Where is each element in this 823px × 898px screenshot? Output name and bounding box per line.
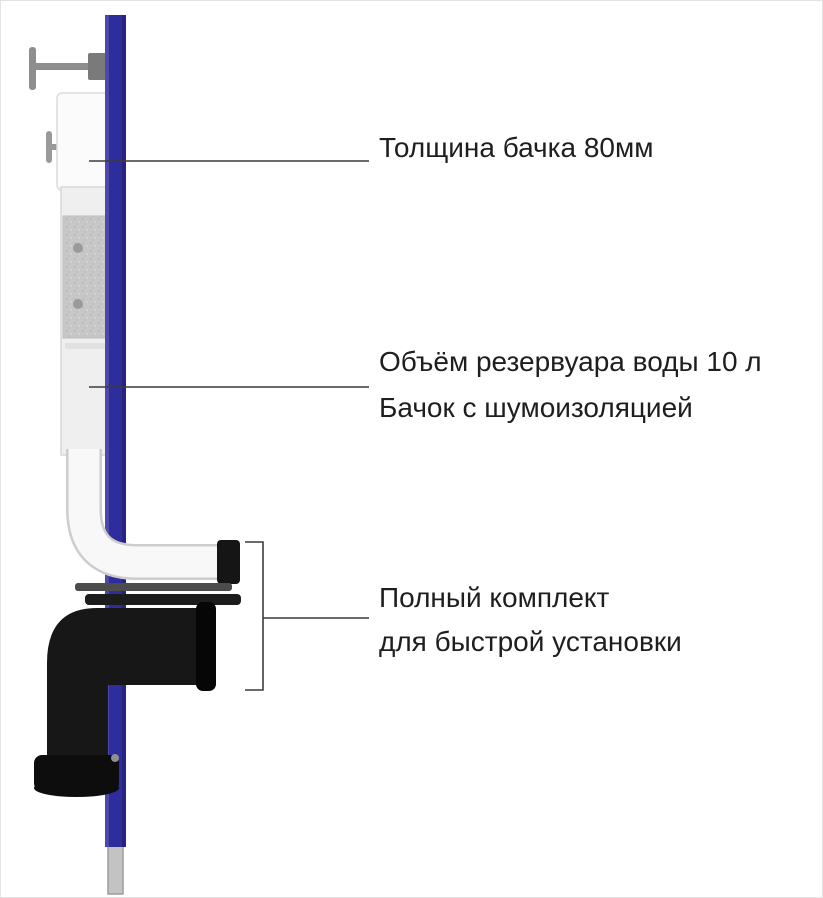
callout-tank-thickness-text: Толщина бачка 80мм bbox=[379, 132, 654, 163]
pipe-end-cap bbox=[217, 540, 240, 584]
callout-kit-text-line2: для быстрой установки bbox=[379, 626, 682, 657]
drain-elbow bbox=[34, 602, 216, 797]
panel-hole-icon bbox=[73, 243, 83, 253]
frame-rail bbox=[105, 15, 126, 847]
flush-pipe bbox=[66, 449, 240, 584]
rail-screw-icon bbox=[111, 754, 119, 762]
callout-reservoir-text-line1: Объём резервуара воды 10 л bbox=[379, 346, 762, 377]
mounting-studs bbox=[75, 583, 241, 605]
wall-anchor-top-icon bbox=[29, 47, 106, 90]
frame-foot bbox=[107, 844, 124, 895]
panel-hole-icon bbox=[73, 299, 83, 309]
drain-end-ring bbox=[196, 602, 216, 691]
concealed-cistern bbox=[56, 92, 113, 456]
callout-reservoir-text-line2: Бачок с шумоизоляцией bbox=[379, 392, 693, 423]
bracket-kit bbox=[245, 541, 264, 691]
callout-kit-text-line1: Полный комплект bbox=[379, 582, 610, 613]
callout-lines bbox=[89, 160, 369, 691]
